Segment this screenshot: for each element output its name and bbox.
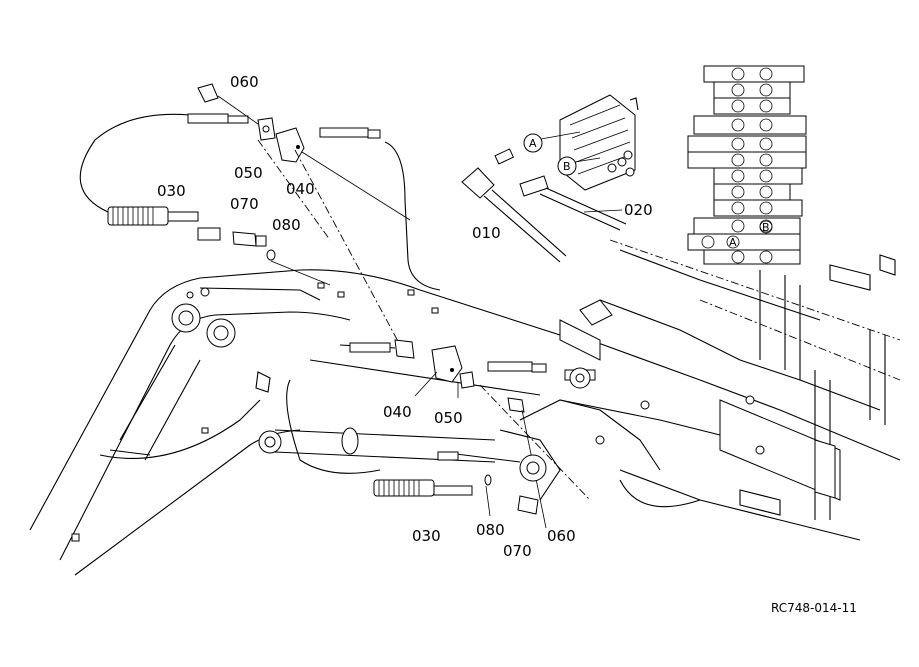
callout-070-top: 070 xyxy=(230,195,259,213)
callout-labels: 060 050 040 030 070 080 010 020 040 050 … xyxy=(157,73,857,615)
main-frame xyxy=(499,239,901,541)
callout-070-bottom: 070 xyxy=(503,542,532,560)
valve-inset xyxy=(687,65,807,265)
callout-050-top: 050 xyxy=(234,164,263,182)
callout-050-bottom: 050 xyxy=(434,409,463,427)
callout-060-bottom: 060 xyxy=(547,527,576,545)
callout-020: 020 xyxy=(624,201,653,219)
callout-040-top: 040 xyxy=(286,180,315,198)
callout-010: 010 xyxy=(472,224,501,242)
port-label-b: B xyxy=(563,160,571,173)
callout-030-bottom: 030 xyxy=(412,527,441,545)
callout-030-top: 030 xyxy=(157,182,186,200)
port-label-a: A xyxy=(529,137,537,150)
boom-assembly xyxy=(29,269,601,576)
callout-040-bottom: 040 xyxy=(383,403,412,421)
lower-hose-set xyxy=(339,339,596,529)
upper-hose-set xyxy=(79,83,441,346)
control-valve xyxy=(461,94,639,263)
callout-080-bottom: 080 xyxy=(476,521,505,539)
inset-port-label-a: A xyxy=(729,236,737,249)
inset-port-label-b: B xyxy=(762,221,770,234)
callout-080-top: 080 xyxy=(272,216,301,234)
reference-code: RC748-014-11 xyxy=(771,601,857,615)
callout-060-top: 060 xyxy=(230,73,259,91)
